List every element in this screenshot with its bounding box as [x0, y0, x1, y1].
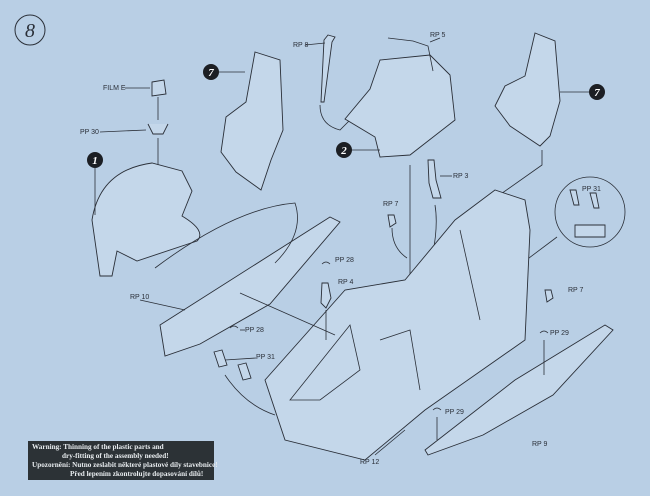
- rp7-right-part: [544, 289, 554, 303]
- label-pp31-bottom: PP 31: [256, 354, 275, 361]
- step-number-badge: 8: [14, 14, 46, 46]
- rp9-side-panel: [424, 324, 614, 456]
- ejection-seat-left: [220, 51, 284, 191]
- svg-text:2: 2: [340, 145, 347, 157]
- pp28-top-part: [321, 261, 331, 265]
- ejection-seat-right: [494, 32, 561, 147]
- label-rp7-top: RP 7: [383, 201, 399, 208]
- pp29-right-part: [539, 330, 549, 334]
- label-pp28-top: PP 28: [335, 257, 354, 264]
- film-e-part: [151, 79, 167, 97]
- pp30-part: [147, 123, 169, 135]
- assembly-badge-7-left: 7: [203, 64, 219, 80]
- pp29-bottom-part: [432, 407, 442, 411]
- rp4-part: [320, 282, 332, 309]
- label-rp8: RP 8: [293, 42, 309, 49]
- rear-console-part: [344, 54, 456, 158]
- svg-text:7: 7: [208, 67, 214, 79]
- assembly-badge-1: 1: [87, 152, 103, 168]
- svg-text:1: 1: [92, 155, 98, 167]
- pp31-bottom-parts: [213, 349, 252, 381]
- rp10-side-panel: [159, 216, 341, 357]
- label-pp28-bottom: PP 28: [245, 327, 264, 334]
- warning-line-4: Před lepením zkontrolujte dopasování díl…: [70, 470, 204, 478]
- rp8-part: [320, 34, 336, 103]
- label-pp31-detail: PP 31: [582, 186, 601, 193]
- label-rp9: RP 9: [532, 441, 548, 448]
- warning-box: Warning: Thinning of the plastic parts a…: [28, 441, 218, 480]
- label-rp10: RP 10: [130, 294, 149, 301]
- label-film-e: FILM E: [103, 85, 126, 92]
- warning-line-3: Upozornění: Nutno zeslabit některé plast…: [32, 461, 218, 469]
- label-rp4: RP 4: [338, 279, 354, 286]
- svg-text:8: 8: [25, 20, 35, 42]
- warning-line-1: Warning: Thinning of the plastic parts a…: [32, 443, 164, 451]
- label-pp30: PP 30: [80, 129, 99, 136]
- assembly-badge-2: 2: [336, 142, 352, 158]
- label-pp29-bottom: PP 29: [445, 409, 464, 416]
- rp5-part: [387, 37, 434, 72]
- assembly-badge-7-right: 7: [589, 84, 605, 100]
- canopy-hood-part: [91, 162, 201, 277]
- rp7-top-part: [387, 214, 397, 228]
- rp3-part: [427, 159, 442, 199]
- label-pp29-right: PP 29: [550, 330, 569, 337]
- label-rp5: RP 5: [430, 32, 446, 39]
- svg-text:7: 7: [594, 87, 600, 99]
- pp28-bottom-part: [229, 325, 239, 329]
- label-rp3: RP 3: [453, 173, 469, 180]
- label-rp12: RP 12: [360, 459, 379, 466]
- warning-line-2: dry-fitting of the assembly needed!: [62, 452, 169, 460]
- detail-circle-pp31: [554, 176, 626, 248]
- cockpit-tub-part: [264, 189, 531, 461]
- label-rp7-right: RP 7: [568, 287, 584, 294]
